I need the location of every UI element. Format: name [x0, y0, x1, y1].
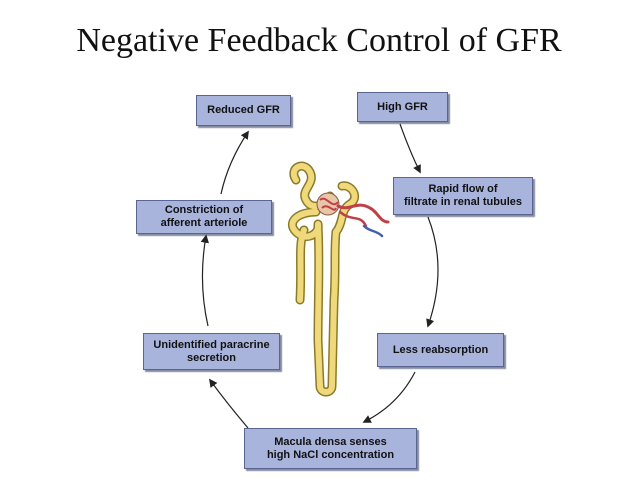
arrow-high-gfr-to-rapid-flow — [399, 123, 421, 174]
page-title: Negative Feedback Control of GFR — [76, 22, 562, 59]
nephron-illustration — [287, 161, 390, 397]
arrow-macula-densa-to-paracrine — [209, 378, 249, 429]
less-reabsorption-box: Less reabsorption — [377, 333, 504, 367]
reduced-gfr-box: Reduced GFR — [196, 95, 291, 126]
rapid-flow-box: Rapid flow of filtrate in renal tubules — [393, 177, 533, 215]
paracrine-box: Unidentified paracrine secretion — [143, 333, 280, 370]
constriction-box: Constriction of afferent arteriole — [136, 200, 272, 234]
arrow-constriction-to-reduced-gfr — [220, 130, 249, 195]
arrow-less-reabsorption-to-macula-densa — [362, 371, 416, 423]
arrow-paracrine-to-constriction — [200, 234, 209, 327]
high-gfr-box: High GFR — [357, 92, 448, 122]
loop-arrows — [200, 123, 439, 429]
macula-densa-box: Macula densa senses high NaCl concentrat… — [244, 428, 417, 469]
arrow-rapid-flow-to-less-reabsorption — [426, 216, 439, 328]
